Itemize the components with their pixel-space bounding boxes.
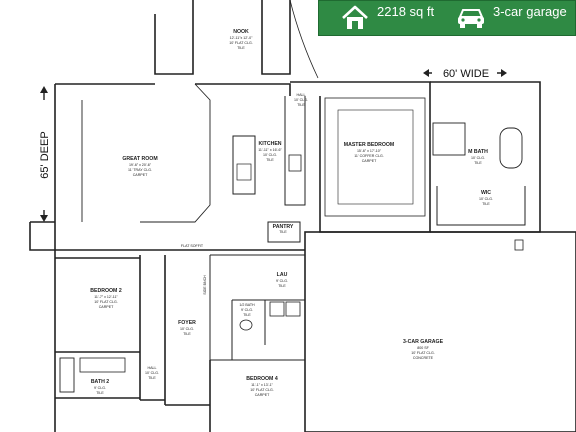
- sqft-label: 2218 sq ft: [377, 4, 435, 19]
- depth-arrowhead-bottom: [40, 215, 48, 222]
- room-mbath-ceiling: 10' CLG.: [471, 156, 485, 160]
- room-bed2-name: BEDROOM 2: [90, 288, 122, 294]
- kitchen-sink: [236, 163, 252, 181]
- room-foyer-name: FOYER: [178, 320, 196, 326]
- pantry-wall: [267, 221, 301, 243]
- lau-wall: [231, 299, 305, 360]
- room-hall-top-floor: TILE: [297, 103, 305, 107]
- room-great-name: GREAT ROOM: [122, 156, 157, 162]
- room-halfbath-name: 1/2 BATH: [239, 303, 255, 307]
- wic-wall: [436, 186, 526, 226]
- room-lau-name: LAU: [277, 272, 288, 278]
- bedroom2-wall: [54, 250, 141, 432]
- master-coffer-inner: [337, 109, 414, 205]
- room-kitchen-floor: TILE: [266, 158, 274, 162]
- room-bath2-name: BATH 2: [91, 379, 109, 385]
- width-label: 60' WIDE: [443, 68, 489, 80]
- room-great-size: 19'-6" x 20'-6": [129, 163, 152, 167]
- roof-line: [289, 0, 319, 79]
- width-arrowhead-left: [423, 69, 429, 77]
- room-halfbath-floor: TILE: [243, 313, 251, 317]
- room-lau-floor: TILE: [278, 284, 286, 288]
- kitchen-island: [232, 135, 256, 195]
- room-mbath-name: M BATH: [468, 149, 488, 155]
- room-hall-low-ceiling: 10' CLG.: [145, 371, 159, 375]
- room-bed2-ceiling: 10' FLAT CLG.: [94, 300, 118, 304]
- room-master-size: 15'-6" x 17'-10": [357, 149, 382, 153]
- room-master-ceiling: 11' COFFER CLG.: [354, 154, 384, 158]
- room-bed2-floor: CARPET: [99, 305, 114, 309]
- room-bed4-ceiling: 10' FLAT CLG.: [250, 388, 274, 392]
- room-wic-ceiling: 10' CLG.: [479, 197, 493, 201]
- room-bath2-ceiling: 9' CLG.: [94, 386, 106, 390]
- kitchen-counter: [284, 96, 306, 206]
- bench-label: SIDE BNCH: [203, 275, 207, 295]
- summary-banner: 2218 sq ft 3-car garage: [318, 0, 576, 36]
- room-nook-floor: TILE: [237, 46, 245, 50]
- room-wic-floor: TILE: [482, 202, 490, 206]
- room-bed2-size: 11'-7" x 12'-11": [94, 295, 118, 299]
- room-bath2-floor: TILE: [96, 391, 104, 395]
- depth-label: 65' DEEP: [39, 131, 51, 178]
- room-kitchen-ceiling: 10' CLG.: [263, 153, 277, 157]
- room-hall-low-floor: TILE: [148, 376, 156, 380]
- room-great-ceiling: 11' TRAY CLG.: [128, 168, 152, 172]
- washer: [269, 301, 285, 317]
- bath2-tub: [59, 357, 75, 393]
- home-icon: [342, 5, 368, 29]
- room-wic-name: WIC: [481, 190, 491, 196]
- room-garage-floor: CONCRETE: [413, 356, 434, 360]
- car-icon: [458, 9, 484, 28]
- room-lau-ceiling: 9' CLG.: [276, 279, 288, 283]
- room-nook-name: NOOK: [233, 29, 249, 35]
- foyer-wall: [139, 255, 166, 405]
- room-pantry-floor: TILE: [279, 230, 287, 234]
- width-arrowhead-right: [501, 69, 507, 77]
- room-bed4-floor: CARPET: [255, 393, 270, 397]
- room-great-floor: CARPET: [133, 173, 148, 177]
- tub: [499, 127, 523, 169]
- room-bed4-size: 11'-1" x 13'-1": [251, 383, 274, 387]
- room-garage-size: 800 SF: [417, 346, 429, 350]
- nook-wall-right: [261, 0, 291, 75]
- master-coffer: [324, 97, 426, 217]
- room-mbath-floor: TILE: [474, 161, 482, 165]
- flat-soffit-label: FLAT SOFFIT: [181, 244, 204, 248]
- room-halfbath-ceiling: 9' CLG.: [241, 308, 253, 312]
- room-foyer-ceiling: 10' CLG.: [180, 327, 194, 331]
- great-room-angle: [81, 83, 211, 223]
- depth-arrowhead-top: [40, 86, 48, 93]
- hall-wall: [209, 254, 305, 361]
- range: [288, 154, 302, 172]
- room-nook-size: 12'-11"x 12'-0": [230, 36, 254, 40]
- room-nook-ceiling: 10' FLAT CLG.: [229, 41, 253, 45]
- room-bed4-name: BEDROOM 4: [246, 376, 278, 382]
- room-hall-top-ceiling: 10' CLG.: [294, 98, 308, 102]
- room-foyer-floor: TILE: [183, 332, 191, 336]
- bath2-vanity: [79, 357, 126, 373]
- room-master-floor: CARPET: [362, 159, 377, 163]
- garage-step: [514, 239, 524, 251]
- room-master-name: MASTER BEDROOM: [344, 142, 394, 148]
- room-hall-top-name: HALL: [297, 93, 306, 97]
- room-pantry-name: PANTRY: [273, 224, 294, 230]
- room-kitchen-size: 11'-11" x 16'-6": [258, 148, 282, 152]
- room-garage-ceiling: 10' FLAT CLG.: [411, 351, 435, 355]
- shower: [432, 122, 466, 156]
- nook-wall-left: [154, 0, 194, 75]
- toilet: [239, 319, 253, 331]
- garage-label: 3-car garage: [493, 4, 567, 19]
- room-hall-low-name: HALL: [148, 366, 157, 370]
- dryer: [285, 301, 301, 317]
- room-garage-name: 3-CAR GARAGE: [403, 339, 444, 345]
- exterior-wall: [29, 221, 55, 251]
- garage-wall: [304, 231, 576, 432]
- room-kitchen-name: KITCHEN: [258, 141, 281, 147]
- bedroom4-wall: [165, 360, 211, 432]
